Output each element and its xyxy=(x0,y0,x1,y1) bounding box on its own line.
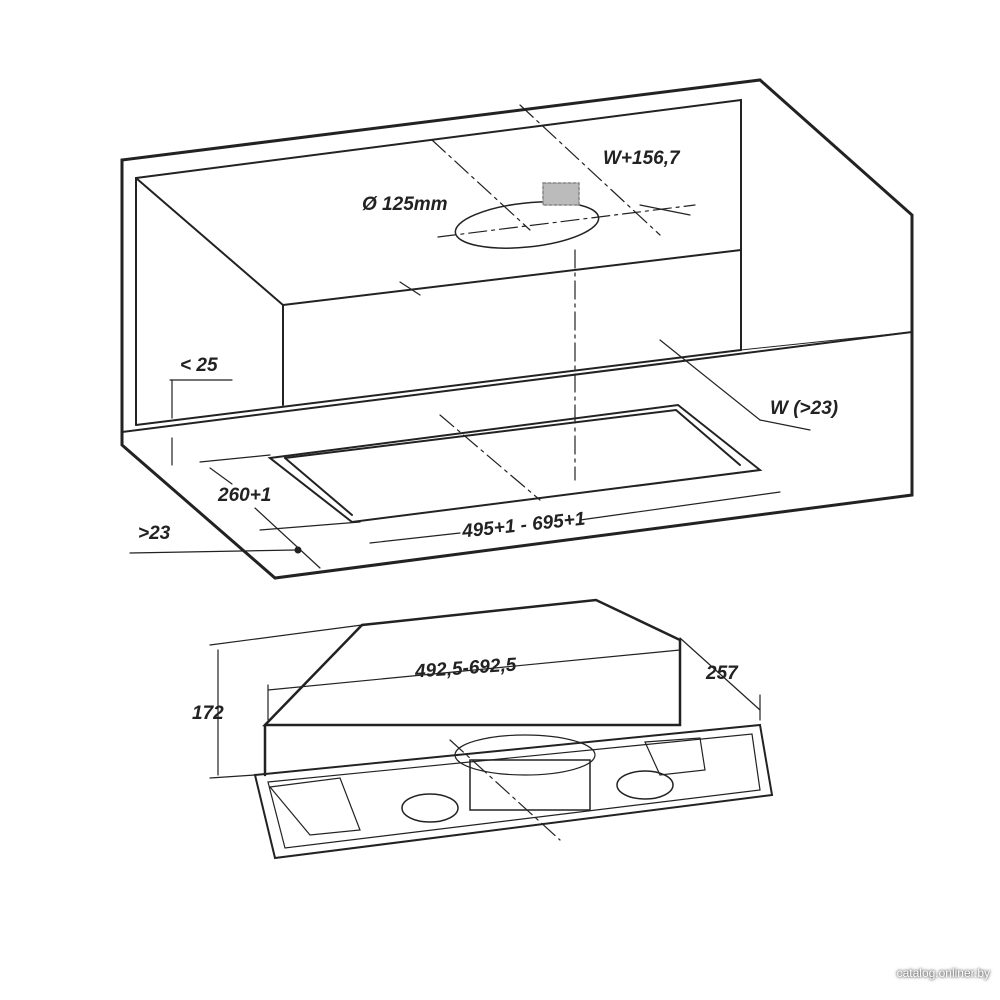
front-lip-label: < 25 xyxy=(180,355,218,376)
hood-unit xyxy=(253,598,774,860)
cabinet-inner xyxy=(121,98,913,433)
watermark: catalog.onliner.by xyxy=(896,966,990,980)
duct-offset-label: W+156,7 xyxy=(603,148,680,169)
reference-dot xyxy=(294,546,302,554)
cabinet xyxy=(120,78,914,580)
duct-diameter-label: Ø 125mm xyxy=(362,194,448,215)
duct-outlet xyxy=(454,182,600,249)
unit-height-label: 172 xyxy=(192,703,224,724)
wall-gap-label: W (>23) xyxy=(770,398,839,419)
front-gap-label: >23 xyxy=(138,523,171,544)
cutout xyxy=(267,403,763,524)
unit-dimension-lines xyxy=(209,624,761,841)
unit-depth-label: 257 xyxy=(706,663,738,684)
dimension-lines xyxy=(129,204,811,569)
center-lines xyxy=(431,104,696,501)
cutout-depth-label: 260+1 xyxy=(218,485,272,506)
